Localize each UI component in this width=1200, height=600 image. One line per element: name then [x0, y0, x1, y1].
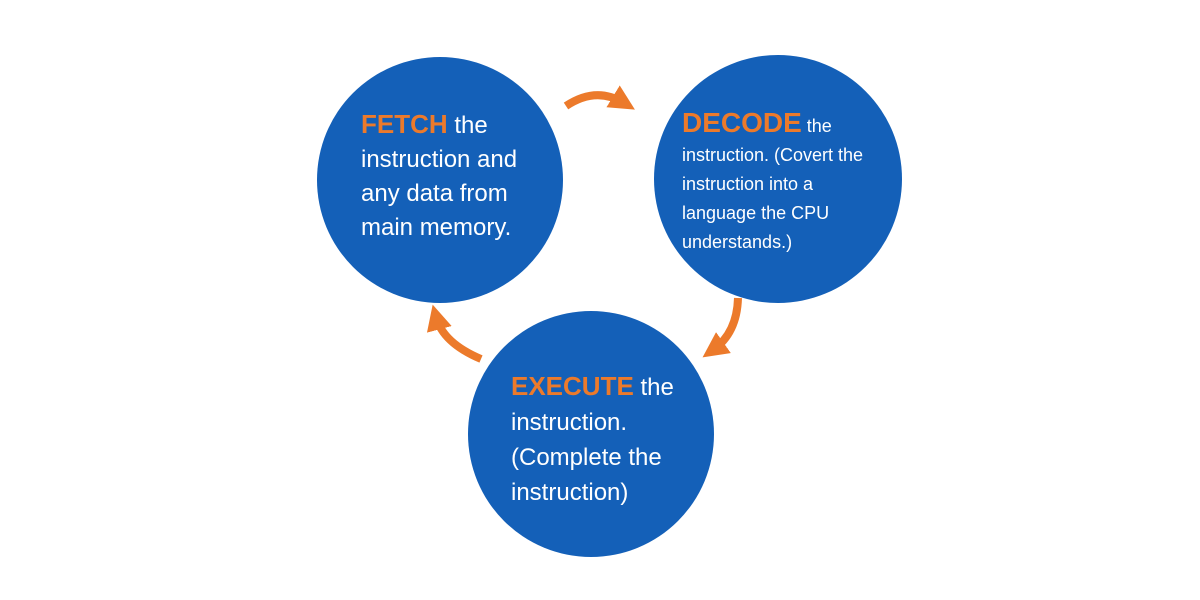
fetch-to-decode-arrow — [563, 85, 635, 110]
decode-keyword: DECODE — [682, 107, 802, 138]
execute-keyword: EXECUTE — [511, 371, 634, 401]
decode-step-text: DECODE the instruction. (Covert the inst… — [682, 108, 887, 257]
execute-step-text: EXECUTE the instruction. (Complete the i… — [511, 369, 711, 510]
fetch-keyword: FETCH — [361, 109, 448, 139]
execute-description: the instruction. (Complete the instructi… — [511, 374, 674, 506]
execute-step-circle — [468, 311, 714, 557]
decode-step-circle — [654, 55, 902, 303]
decode-description: the instruction. (Covert the instruction… — [682, 116, 864, 252]
fetch-description: the instruction and any data from main m… — [361, 112, 518, 241]
decode-to-execute-arrow — [702, 297, 742, 358]
fetch-step-text: FETCH the instruction and any data from … — [361, 107, 561, 245]
fetch-step-circle — [317, 57, 563, 303]
execute-to-fetch-arrow — [426, 304, 483, 363]
